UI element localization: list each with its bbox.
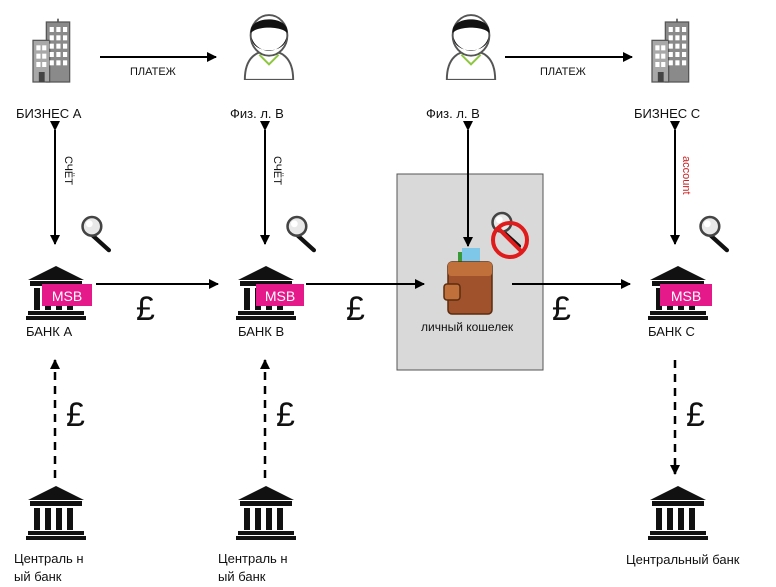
magnifier-icon <box>83 217 109 250</box>
business-c-label: БИЗНЕС С <box>634 106 701 121</box>
payment-label-2: ПЛАТЕЖ <box>540 66 586 78</box>
wallet-icon <box>443 248 493 315</box>
wallet-label: личный кошелек <box>421 320 514 334</box>
account-label-1: СЧЁТ <box>62 156 74 185</box>
building-icon <box>32 17 71 84</box>
central-bank-icon <box>648 486 708 540</box>
currency-symbol: £ <box>66 396 85 434</box>
bank-b-label: БАНК В <box>238 324 285 339</box>
central-bank-icon <box>236 486 296 540</box>
central-bank-icon <box>26 486 86 540</box>
person-icon <box>243 14 295 80</box>
business-a-label: БИЗНЕС А <box>16 106 82 121</box>
person-b-right-label: Физ. л. В <box>426 106 480 121</box>
person-icon <box>445 14 497 80</box>
svg-text:MSB: MSB <box>265 288 295 304</box>
central-bank-2-line2: ый банк <box>218 569 266 584</box>
svg-text:MSB: MSB <box>671 288 701 304</box>
currency-symbol: £ <box>346 290 365 328</box>
central-bank-1-line1: Централь н <box>14 551 84 566</box>
account-label-3: account <box>680 156 692 195</box>
bank-a-label: БАНК А <box>26 324 73 339</box>
central-bank-2-line1: Централь н <box>218 551 288 566</box>
svg-text:MSB: MSB <box>52 288 82 304</box>
central-bank-1-label: Централь н ый банк <box>14 550 84 586</box>
currency-symbol: £ <box>552 290 571 328</box>
bank-c-icon: MSB <box>648 266 712 320</box>
building-icon <box>651 17 690 84</box>
magnifier-icon <box>701 217 727 250</box>
central-bank-1-line2: ый банк <box>14 569 62 584</box>
no-search-icon <box>493 213 529 259</box>
magnifier-icon <box>288 217 314 250</box>
currency-symbol: £ <box>136 290 155 328</box>
central-bank-2-label: Централь н ый банк <box>218 550 288 586</box>
bank-a-icon: MSB <box>26 266 92 320</box>
account-label-2: СЧЁТ <box>271 156 283 185</box>
currency-symbol: £ <box>276 396 295 434</box>
person-b-left-label: Физ. л. В <box>230 106 284 121</box>
currency-symbol: £ <box>686 396 705 434</box>
central-bank-3-label: Центральный банк <box>626 552 740 567</box>
bank-c-label: БАНК С <box>648 324 695 339</box>
bank-b-icon: MSB <box>236 266 304 320</box>
payment-label-1: ПЛАТЕЖ <box>130 66 176 78</box>
